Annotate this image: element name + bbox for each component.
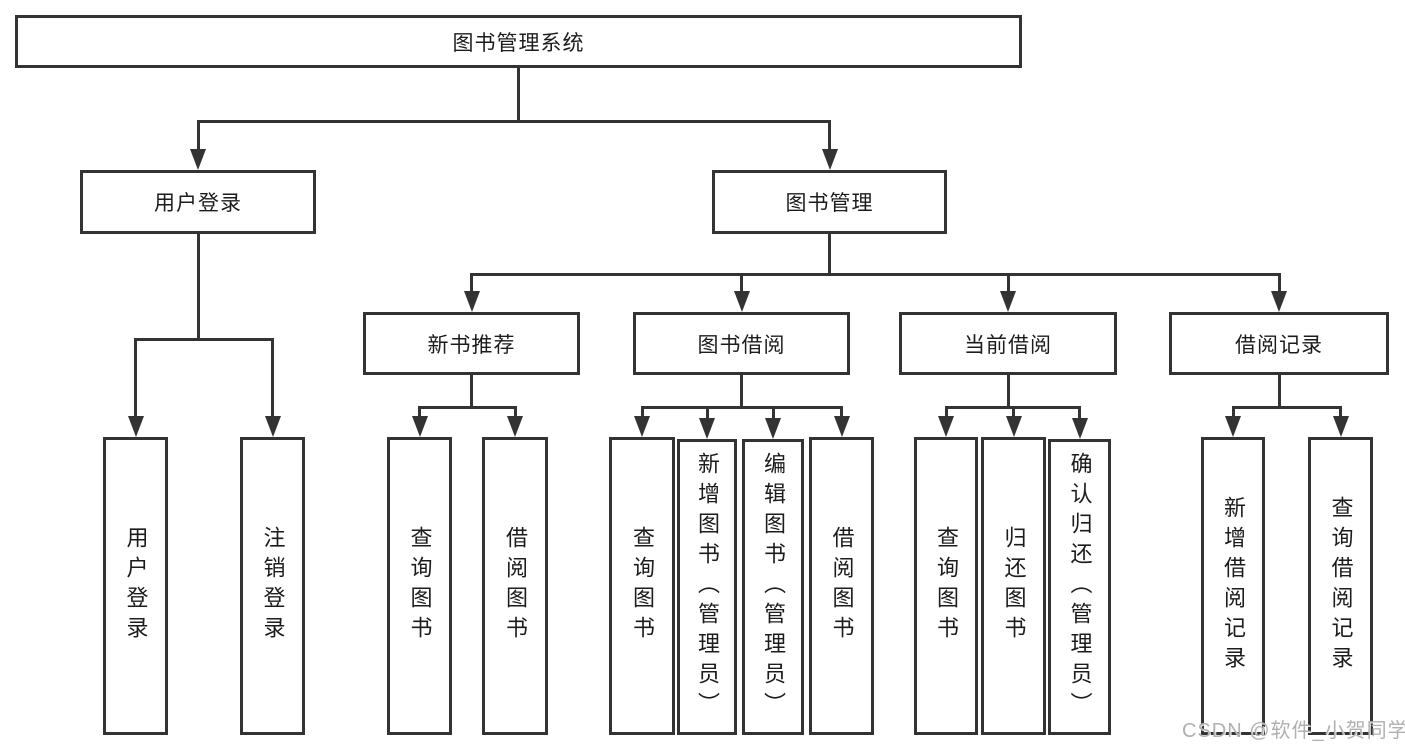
node-logout: 注销登录 — [240, 437, 305, 735]
node-label-query-books-3: 查询图书 — [934, 526, 959, 646]
node-label-book-borrow: 图书借阅 — [697, 333, 786, 357]
arrowhead-down-icon — [1332, 416, 1349, 437]
connector-line — [1231, 406, 1235, 418]
connector-line — [1277, 375, 1281, 409]
node-label-book-mgmt-group: 图书管理 — [785, 192, 874, 215]
node-add-borrow-record: 新增借阅记录 — [1201, 437, 1265, 735]
connector-line — [470, 273, 1281, 276]
connector-line — [196, 234, 200, 341]
node-label-borrow-records: 借阅记录 — [1235, 333, 1323, 357]
csdn-watermark: CSDN @软件_小贺同学 — [1182, 720, 1405, 742]
connector-line — [1006, 375, 1010, 409]
node-label-query-books-2: 查询图书 — [630, 526, 655, 646]
connector-line — [196, 120, 831, 123]
node-query-borrow-record: 查询借阅记录 — [1308, 437, 1373, 735]
connector-line — [134, 338, 137, 418]
connector-line — [271, 338, 274, 418]
connector-line — [134, 338, 274, 341]
node-label-confirm-return-admin: 确认归还（管理员） — [1067, 452, 1093, 722]
arrowhead-down-icon — [507, 416, 523, 437]
arrowhead-down-icon — [821, 149, 838, 170]
node-query-books-1: 查询图书 — [387, 437, 452, 735]
node-label-query-borrow-record: 查询借阅记录 — [1328, 496, 1354, 676]
node-label-root: 图书管理系统 — [452, 31, 585, 55]
arrowhead-down-icon — [411, 416, 428, 437]
node-book-mgmt-group: 图书管理 — [712, 170, 947, 234]
node-label-borrow-books-2: 借阅图书 — [829, 526, 855, 646]
connector-line — [513, 406, 517, 418]
node-borrow-records: 借阅记录 — [1169, 312, 1389, 375]
node-user-login-group: 用户登录 — [80, 170, 316, 234]
node-label-add-book-admin: 新增图书（管理员） — [695, 452, 720, 722]
node-label-new-book-rec: 新书推荐 — [427, 333, 516, 357]
connector-line — [828, 120, 831, 151]
connector-line — [418, 406, 421, 418]
arrowhead-down-icon — [1071, 418, 1088, 439]
node-current-borrow: 当前借阅 — [899, 312, 1117, 375]
node-label-user-login-group: 用户登录 — [154, 192, 242, 215]
node-label-edit-book-admin: 编辑图书（管理员） — [761, 452, 786, 722]
connector-line — [740, 273, 743, 293]
node-query-books-3: 查询图书 — [914, 437, 978, 735]
arrowhead-down-icon — [264, 416, 281, 437]
arrowhead-down-icon — [463, 291, 480, 312]
connector-line — [828, 234, 831, 276]
arrowhead-down-icon — [1225, 416, 1241, 437]
arrowhead-down-icon — [1000, 291, 1016, 312]
arrowhead-down-icon — [765, 418, 781, 439]
connector-line — [840, 406, 843, 418]
node-query-books-2: 查询图书 — [609, 437, 675, 735]
connector-line — [517, 68, 520, 123]
node-book-borrow: 图书借阅 — [633, 312, 850, 375]
arrowhead-down-icon — [733, 291, 750, 312]
arrowhead-down-icon — [634, 416, 650, 437]
connector-line — [470, 375, 473, 409]
node-label-logout: 注销登录 — [260, 526, 286, 646]
connector-line — [771, 406, 775, 420]
node-new-book-rec: 新书推荐 — [363, 312, 580, 375]
connector-line — [640, 406, 644, 418]
connector-line — [1006, 273, 1010, 293]
arrowhead-down-icon — [938, 416, 954, 437]
node-label-add-borrow-record: 新增借阅记录 — [1221, 496, 1246, 676]
connector-line — [640, 406, 843, 409]
node-return-books: 归还图书 — [981, 437, 1046, 735]
node-label-query-books-1: 查询图书 — [407, 526, 433, 646]
node-borrow-books-2: 借阅图书 — [809, 437, 874, 735]
connector-line — [418, 406, 517, 409]
node-root: 图书管理系统 — [15, 15, 1022, 68]
connector-line — [1339, 406, 1342, 418]
node-borrow-books-1: 借阅图书 — [482, 437, 548, 735]
connector-line — [705, 406, 709, 420]
connector-line — [196, 120, 200, 151]
node-user-login: 用户登录 — [103, 437, 168, 735]
connector-line — [944, 406, 948, 418]
connector-line — [470, 273, 473, 293]
connector-line — [1078, 406, 1081, 420]
node-label-current-borrow: 当前借阅 — [964, 333, 1052, 357]
connector-line — [1012, 406, 1015, 418]
arrowhead-down-icon — [1005, 416, 1022, 437]
arrowhead-down-icon — [699, 418, 715, 439]
arrowhead-down-icon — [1271, 291, 1287, 312]
node-confirm-return-admin: 确认归还（管理员） — [1048, 439, 1111, 735]
node-label-borrow-books-1: 借阅图书 — [503, 526, 528, 646]
node-add-book-admin: 新增图书（管理员） — [677, 439, 737, 735]
arrowhead-down-icon — [127, 416, 144, 437]
connector-line — [1277, 273, 1281, 293]
arrowhead-down-icon — [190, 149, 206, 170]
node-label-return-books: 归还图书 — [1001, 526, 1027, 646]
connector-line — [740, 375, 743, 409]
node-edit-book-admin: 编辑图书（管理员） — [742, 439, 804, 735]
arrowhead-down-icon — [833, 416, 850, 437]
node-label-user-login: 用户登录 — [123, 526, 149, 646]
connector-line — [1231, 406, 1342, 409]
